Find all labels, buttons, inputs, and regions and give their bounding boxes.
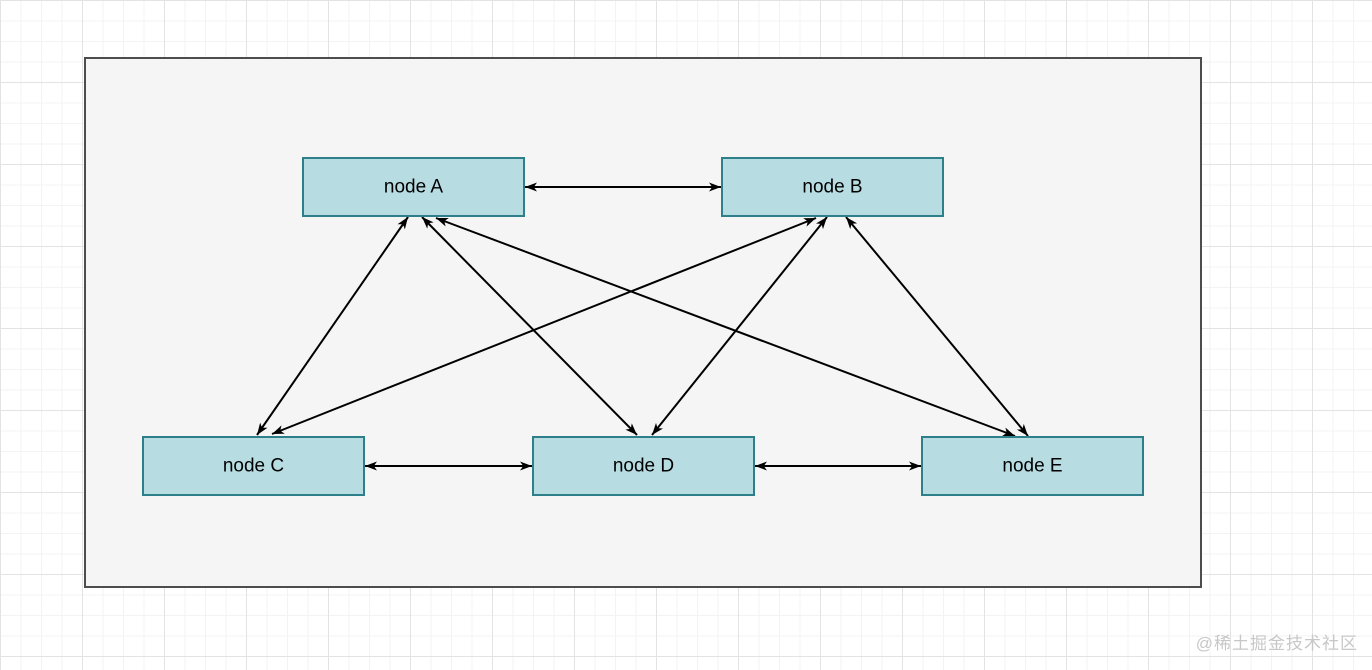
- node-box-E: [921, 436, 1144, 496]
- node-label-E: node E: [1002, 456, 1062, 477]
- edge-A-E: [435, 217, 1016, 437]
- watermark-text: @稀土掘金技术社区: [1195, 634, 1358, 653]
- diagram-node-C: node C: [142, 436, 365, 496]
- edge-B-C: [271, 217, 817, 435]
- edge-B-D: [651, 216, 828, 436]
- diagram-svg: node A node B node C node D node E: [142, 157, 1144, 496]
- node-label-D: node D: [613, 456, 674, 477]
- node-label-C: node C: [223, 456, 284, 477]
- diagram-node-E: node E: [921, 436, 1144, 496]
- edge-A-C: [256, 216, 409, 436]
- node-label-A: node A: [384, 177, 443, 198]
- node-box-C: [142, 436, 365, 496]
- diagram-canvas: node A node B node C node D node E: [84, 57, 1202, 588]
- node-box-B: [721, 157, 944, 217]
- node-box-A: [302, 157, 525, 217]
- node-box-D: [532, 436, 755, 496]
- diagram-node-D: node D: [532, 436, 755, 496]
- edge-A-D: [421, 216, 638, 436]
- diagram-node-A: node A: [302, 157, 525, 217]
- edge-B-E: [845, 216, 1029, 437]
- node-label-B: node B: [802, 177, 862, 198]
- diagram-node-B: node B: [721, 157, 944, 217]
